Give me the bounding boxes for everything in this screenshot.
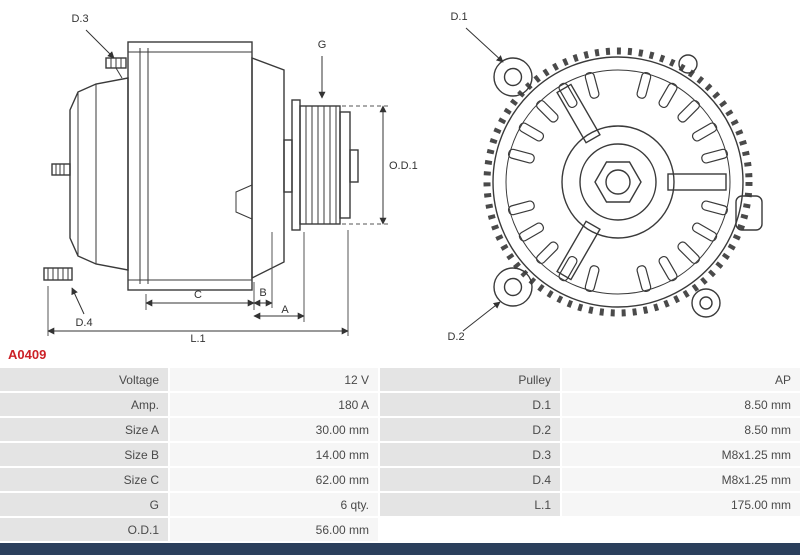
spec-label: G <box>0 493 168 516</box>
spec-label: Size B <box>0 443 168 466</box>
dim-label-c: C <box>194 289 202 301</box>
dim-label-d4: D.4 <box>75 317 92 329</box>
dim-label-d3: D.3 <box>71 13 88 25</box>
side-view-dimensions <box>47 29 388 336</box>
front-view-drawing <box>483 47 763 318</box>
spec-value: 180 A <box>170 393 378 416</box>
spec-value: 6 qty. <box>170 493 378 516</box>
dim-label-g: G <box>318 39 327 51</box>
spec-value: 8.50 mm <box>562 418 800 441</box>
spec-label: O.D.1 <box>0 518 168 541</box>
spec-label: D.3 <box>380 443 560 466</box>
spec-label <box>380 518 560 541</box>
spec-value: 30.00 mm <box>170 418 378 441</box>
technical-drawing: D.3 G O.D.1 C B A L.1 D.4 <box>43 11 763 342</box>
front-view-dimensions <box>462 27 504 332</box>
dim-label-od1: O.D.1 <box>389 160 418 172</box>
spec-value: 56.00 mm <box>170 518 378 541</box>
spec-label: D.1 <box>380 393 560 416</box>
spec-value: 175.00 mm <box>562 493 800 516</box>
spec-label: Voltage <box>0 368 168 391</box>
side-view-drawing <box>43 41 359 291</box>
spec-value: 14.00 mm <box>170 443 378 466</box>
spec-label: Pulley <box>380 368 560 391</box>
spec-value: M8x1.25 mm <box>562 468 800 491</box>
spec-label: Size A <box>0 418 168 441</box>
spec-value: M8x1.25 mm <box>562 443 800 466</box>
spec-label: Amp. <box>0 393 168 416</box>
spec-value: AP <box>562 368 800 391</box>
spec-value: 12 V <box>170 368 378 391</box>
spec-value: 8.50 mm <box>562 393 800 416</box>
spec-label: D.2 <box>380 418 560 441</box>
table-footer-bar <box>0 543 800 555</box>
spec-label: L.1 <box>380 493 560 516</box>
alternator-diagram: D.3 G O.D.1 C B A L.1 D.4 <box>43 11 763 342</box>
spec-value <box>562 518 800 541</box>
dim-label-a: A <box>281 304 289 316</box>
dim-label-l1: L.1 <box>190 333 205 342</box>
dim-label-d1: D.1 <box>450 11 467 23</box>
dim-label-b: B <box>259 287 266 299</box>
spec-value: 62.00 mm <box>170 468 378 491</box>
dim-label-d2: D.2 <box>447 331 464 342</box>
spec-label: D.4 <box>380 468 560 491</box>
part-number: A0409 <box>8 347 47 362</box>
spec-label: Size C <box>0 468 168 491</box>
